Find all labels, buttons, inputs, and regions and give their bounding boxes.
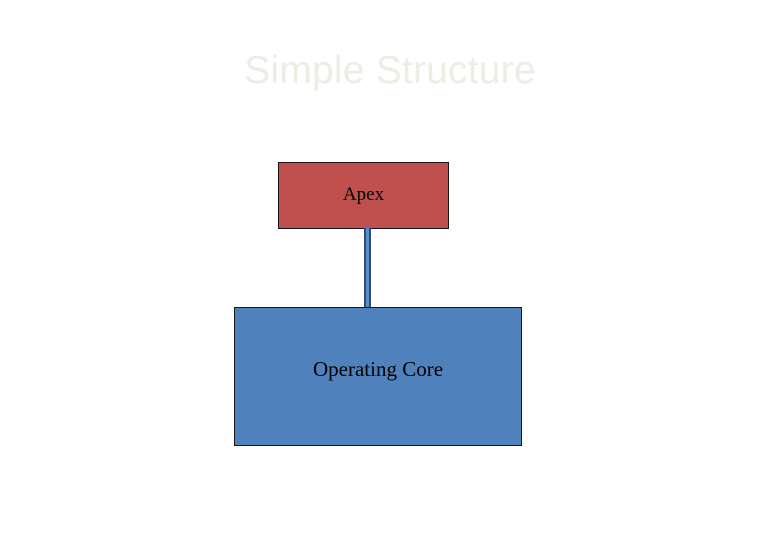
page-title: Simple Structure — [244, 49, 536, 92]
diagram-node-apex[interactable]: Apex — [278, 162, 449, 229]
diagram-node-operating-core-label: Operating Core — [312, 356, 444, 381]
diagram-node-apex-label: Apex — [342, 183, 385, 205]
diagram-node-operating-core[interactable]: Operating Core — [234, 307, 522, 446]
connector-apex-to-operating-core — [364, 228, 371, 308]
